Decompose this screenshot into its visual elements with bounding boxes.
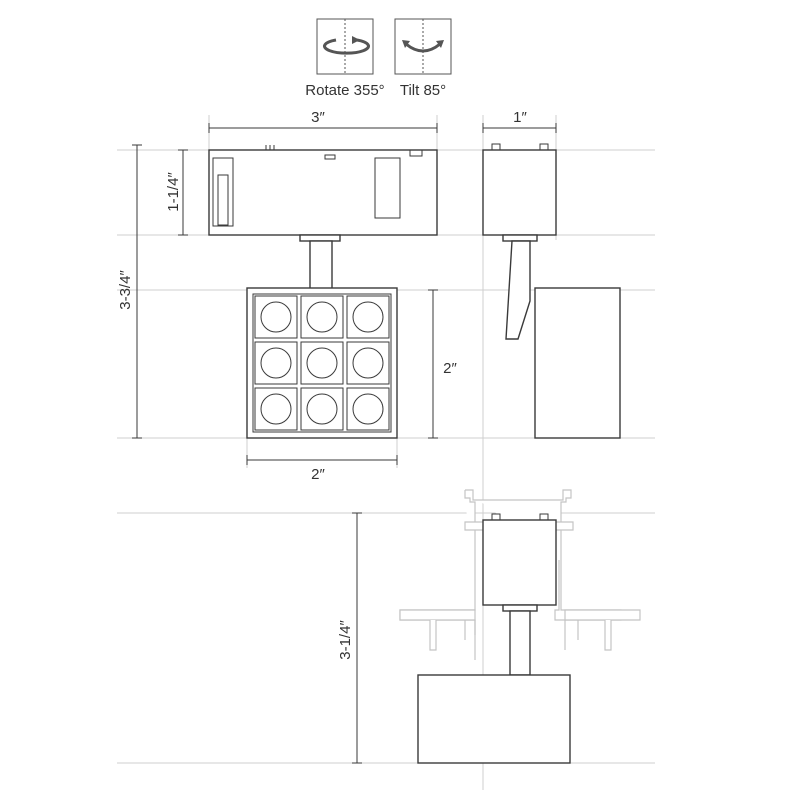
lens-cell xyxy=(346,295,390,339)
led-lens xyxy=(352,393,384,425)
led-lens xyxy=(352,301,384,333)
led-lens xyxy=(260,347,292,379)
lens-cell xyxy=(254,295,298,339)
led-lens xyxy=(306,393,338,425)
tilt-label: Tilt 85° xyxy=(400,82,446,99)
head-height-label: 2″ xyxy=(443,360,457,377)
side-view xyxy=(482,143,621,439)
total-height-label: 3-3/4″ xyxy=(117,270,134,310)
adapter-height-label: 1-1/4″ xyxy=(165,172,182,212)
tilt-icon xyxy=(394,18,452,75)
lens-cell xyxy=(254,387,298,431)
rotate-label: Rotate 355° xyxy=(305,82,384,99)
lens-cell xyxy=(346,387,390,431)
side-width-label: 1″ xyxy=(513,109,527,126)
recessed-view xyxy=(399,489,641,764)
lens-cell xyxy=(300,341,344,385)
led-lens xyxy=(260,393,292,425)
lens-cell xyxy=(300,387,344,431)
head-width-label: 2″ xyxy=(311,466,325,483)
dimension-lines xyxy=(132,123,557,764)
led-lens xyxy=(306,301,338,333)
led-lens xyxy=(352,347,384,379)
front-width-label: 3″ xyxy=(311,109,325,126)
led-lens xyxy=(260,301,292,333)
recessed-height-label: 3-1/4″ xyxy=(337,620,354,660)
lens-cell xyxy=(300,295,344,339)
rotate-icon xyxy=(316,18,374,75)
led-lens xyxy=(306,347,338,379)
lens-cell xyxy=(346,341,390,385)
front-view xyxy=(208,145,438,439)
lens-cell xyxy=(254,341,298,385)
